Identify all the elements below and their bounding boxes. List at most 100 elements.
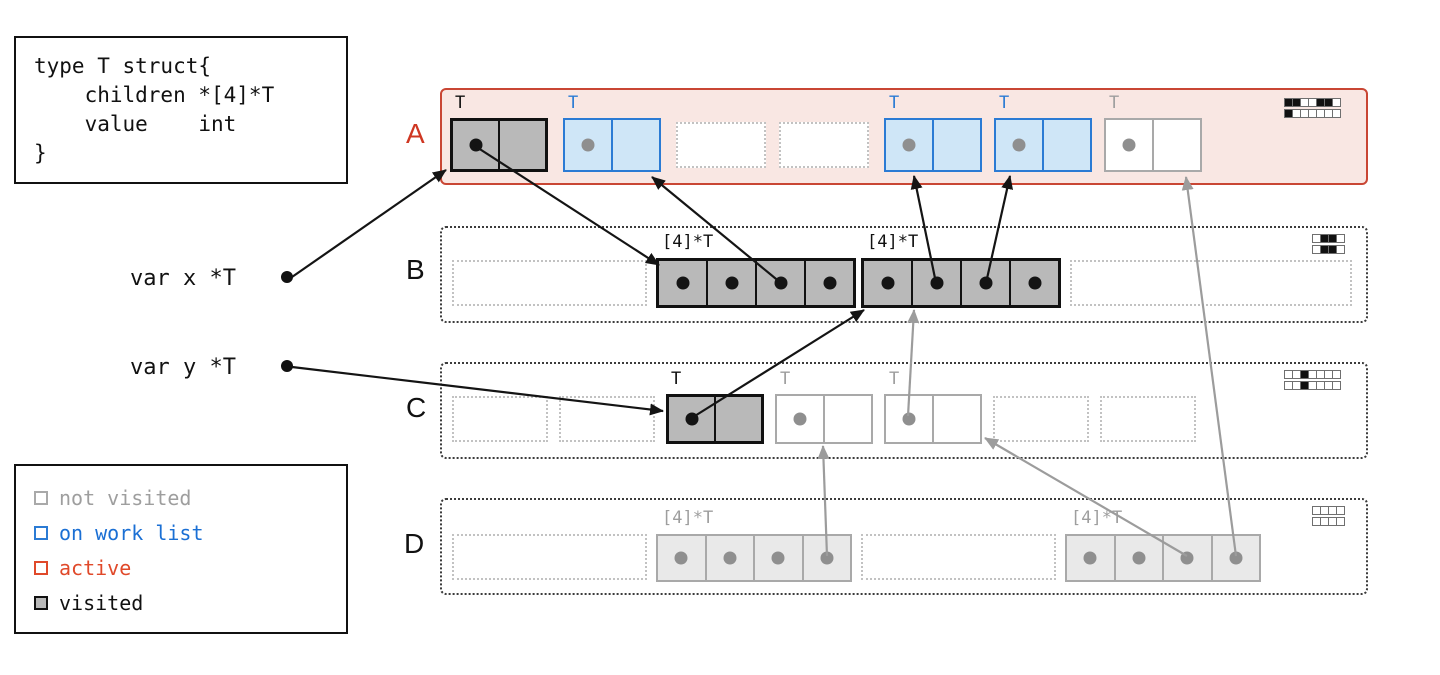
field-children [996, 120, 1042, 170]
free-slot [452, 534, 647, 580]
pointer-dot [676, 276, 689, 290]
heap-array-b1 [656, 258, 856, 308]
mark-bit [1332, 98, 1341, 107]
type-definition-code: type T struct{ children *[4]*T value int… [34, 54, 275, 165]
pointer-dot [930, 276, 943, 290]
legend-item-active: active [34, 556, 131, 580]
array-slot-2 [1162, 536, 1211, 580]
row-label-b: B [406, 254, 425, 285]
heap-object-a6 [994, 118, 1092, 172]
pointer-dot [674, 551, 688, 565]
type-label: T [889, 93, 900, 113]
field-value [1152, 120, 1200, 170]
mark-bitmap-b [1312, 234, 1345, 256]
heap-array-b2 [861, 258, 1061, 308]
visited-swatch-icon [34, 596, 48, 610]
pointer-dot [1132, 551, 1146, 565]
mark-bit [1336, 245, 1345, 254]
heap-object-a1 [450, 118, 548, 172]
array-slot-1 [706, 261, 755, 305]
legend-label: visited [59, 591, 144, 615]
free-slot [676, 122, 766, 168]
pointer-dot [469, 138, 482, 152]
free-slot [1070, 260, 1352, 306]
field-value [932, 396, 980, 442]
field-children [1106, 120, 1152, 170]
pointer-dot [979, 276, 992, 290]
free-slot [993, 396, 1089, 442]
pointer-dot [774, 276, 787, 290]
field-value [1042, 120, 1090, 170]
pointer-dot [1180, 551, 1194, 565]
free-slot [779, 122, 869, 168]
legend-item-not-visited: not visited [34, 486, 191, 510]
free-slot [559, 396, 655, 442]
legend-label: not visited [59, 486, 192, 510]
stack-var-y: var y *T [130, 355, 236, 380]
pointer-dot [820, 551, 834, 565]
not-visited-swatch-icon [34, 491, 48, 505]
pointer-dot [723, 551, 737, 565]
array-slot-2 [960, 261, 1009, 305]
worklist-swatch-icon [34, 526, 48, 540]
field-children [886, 120, 932, 170]
pointer-dot [823, 276, 836, 290]
heap-object-a5 [884, 118, 982, 172]
legend-item-visited: visited [34, 591, 143, 615]
array-slot-0 [659, 261, 706, 305]
field-value [823, 396, 871, 442]
field-value [611, 120, 659, 170]
heap-object-c1 [666, 394, 764, 444]
heap-object-c2 [775, 394, 873, 444]
stack-var-x: var x *T [130, 266, 236, 291]
mark-bit [1332, 109, 1341, 118]
array-slot-0 [658, 536, 705, 580]
free-slot [861, 534, 1056, 580]
pointer-dot [725, 276, 738, 290]
array-slot-2 [753, 536, 802, 580]
mark-bitmap-c [1284, 370, 1341, 392]
type-label: T [1109, 93, 1120, 113]
mark-bit [1332, 370, 1341, 379]
type-definition-box: type T struct{ children *[4]*T value int… [14, 36, 348, 184]
mark-bitmap-d [1312, 506, 1345, 528]
array-slot-1 [1113, 536, 1163, 580]
field-children [669, 397, 714, 441]
array-slot-1 [911, 261, 960, 305]
type-label: [4]*T [662, 232, 714, 252]
field-children [565, 120, 611, 170]
pointer-dot [902, 138, 916, 152]
pointer-dot [685, 412, 698, 426]
free-slot [1100, 396, 1196, 442]
type-label: T [889, 369, 900, 389]
type-label: T [455, 93, 466, 113]
stack-var-x-dot [281, 271, 293, 283]
pointer-dot [1012, 138, 1026, 152]
array-slot-1 [704, 536, 754, 580]
free-slot [452, 396, 548, 442]
legend-label: on work list [59, 521, 204, 545]
array-slot-2 [755, 261, 804, 305]
field-children [777, 396, 823, 442]
type-label: T [568, 93, 579, 113]
pointer-dot [881, 276, 894, 290]
array-slot-3 [1009, 261, 1058, 305]
array-slot-0 [1067, 536, 1114, 580]
pointer-dot [1122, 138, 1136, 152]
legend-box [14, 464, 348, 634]
array-slot-0 [864, 261, 911, 305]
mark-bitmap-a [1284, 98, 1341, 120]
mark-bit [1336, 506, 1345, 515]
heap-object-a2 [563, 118, 661, 172]
mark-bit [1332, 381, 1341, 390]
pointer-dot [771, 551, 785, 565]
field-value [498, 121, 545, 169]
type-label: T [999, 93, 1010, 113]
legend-item-worklist: on work list [34, 521, 204, 545]
pointer-dot [1083, 551, 1097, 565]
row-label-d: D [404, 528, 425, 559]
free-slot [452, 260, 647, 306]
mark-bit [1336, 517, 1345, 526]
pointer-dot [581, 138, 595, 152]
